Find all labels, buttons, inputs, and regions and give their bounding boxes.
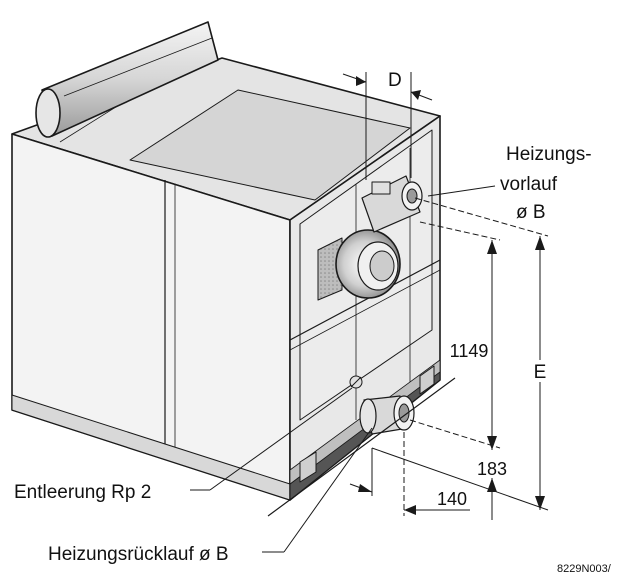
return-pipe-ruecklauf [359, 395, 415, 435]
label-e: E [534, 362, 547, 383]
label-vorlauf-line1: Heizungs- [506, 144, 592, 165]
label-dim-1149-text: 1149 [450, 341, 489, 361]
burner-connection [335, 229, 401, 299]
burner-mount-plate [317, 237, 343, 301]
label-entleerung: Entleerung Rp 2 [14, 482, 151, 503]
drain-valve-entleerung [349, 375, 363, 389]
label-d: D [388, 70, 402, 91]
control-panel-cylinder [35, 21, 219, 138]
drawing-code: 8229N003/ [557, 563, 612, 575]
label-ruecklauf: Heizungsrücklauf ø B [48, 544, 229, 565]
label-dim-140: 140 [437, 489, 467, 509]
label-vorlauf-line3: ø B [516, 202, 546, 223]
label-vorlauf-line2: vorlauf [500, 174, 558, 195]
flow-pipe-vorlauf [361, 175, 423, 233]
label-dim-183: 183 [477, 459, 507, 479]
dimension-lines [190, 72, 549, 553]
top-inner-panel [129, 89, 411, 201]
